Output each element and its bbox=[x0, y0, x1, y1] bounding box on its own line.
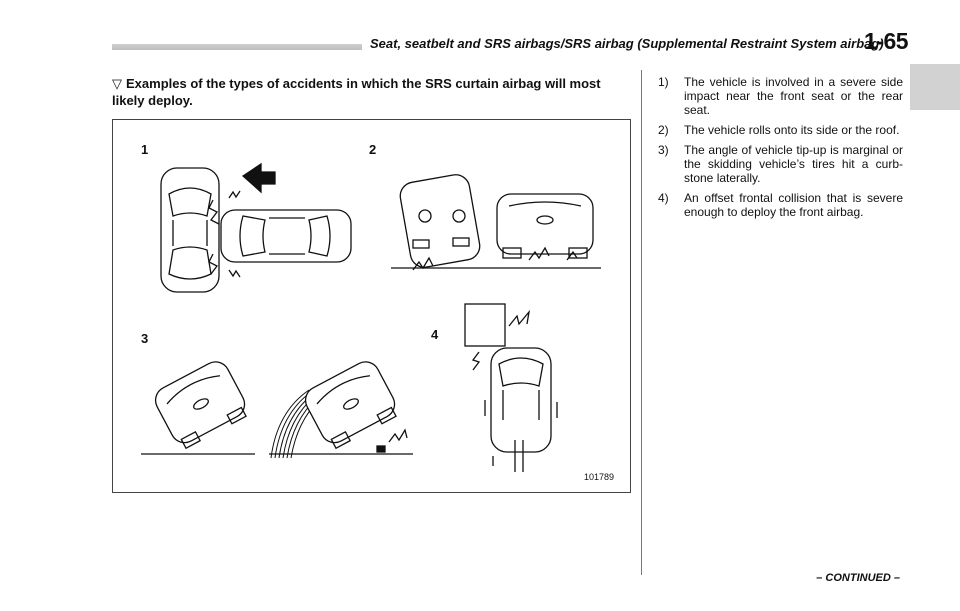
scene-3-tip-up bbox=[141, 361, 413, 459]
list-item: 1) The vehicle is involved in a severe s… bbox=[658, 75, 903, 117]
column-divider bbox=[641, 70, 642, 575]
list-item-number: 1) bbox=[658, 75, 669, 89]
list-item-text: An offset frontal collision that is seve… bbox=[684, 191, 903, 219]
list-item: 3) The angle of vehicle tip-up is margin… bbox=[658, 143, 903, 185]
scene-2-rollover bbox=[391, 174, 601, 271]
list-item: 4) An offset frontal collision that is s… bbox=[658, 191, 903, 219]
figure-label-2: 2 bbox=[369, 142, 377, 157]
deployment-cases-list: 1) The vehicle is involved in a severe s… bbox=[658, 75, 903, 225]
chapter-side-tab bbox=[910, 64, 960, 110]
list-item-text: The angle of vehicle tip-up is marginal … bbox=[684, 143, 903, 185]
accident-illustration-drawing bbox=[141, 162, 601, 472]
scene-1-side-impact bbox=[160, 167, 352, 293]
accident-illustration: 1 2 3 4 101789 bbox=[112, 119, 631, 493]
figure-label-4: 4 bbox=[431, 327, 439, 342]
list-item-text: The vehicle is involved in a severe side… bbox=[684, 75, 903, 117]
header-title: Seat, seatbelt and SRS airbags/SRS airba… bbox=[370, 36, 884, 51]
figure-label-1: 1 bbox=[141, 142, 149, 157]
list-item-number: 4) bbox=[658, 191, 669, 205]
section-heading-text: Examples of the types of accidents in wh… bbox=[112, 76, 601, 108]
impact-arrow-icon bbox=[241, 162, 276, 194]
figure-label-3: 3 bbox=[141, 331, 149, 346]
section-marker-icon: ▽ bbox=[112, 76, 122, 91]
header-rule bbox=[112, 44, 362, 50]
list-item: 2) The vehicle rolls onto its side or th… bbox=[658, 123, 903, 137]
figure-id: 101789 bbox=[583, 472, 614, 482]
list-item-number: 2) bbox=[658, 123, 669, 137]
page-number: 1-65 bbox=[864, 28, 909, 54]
continued-marker: – CONTINUED – bbox=[816, 572, 900, 584]
section-heading: ▽Examples of the types of accidents in w… bbox=[112, 75, 632, 109]
scene-4-offset-frontal bbox=[464, 303, 558, 472]
list-item-number: 3) bbox=[658, 143, 669, 157]
list-item-text: The vehicle rolls onto its side or the r… bbox=[684, 123, 900, 137]
